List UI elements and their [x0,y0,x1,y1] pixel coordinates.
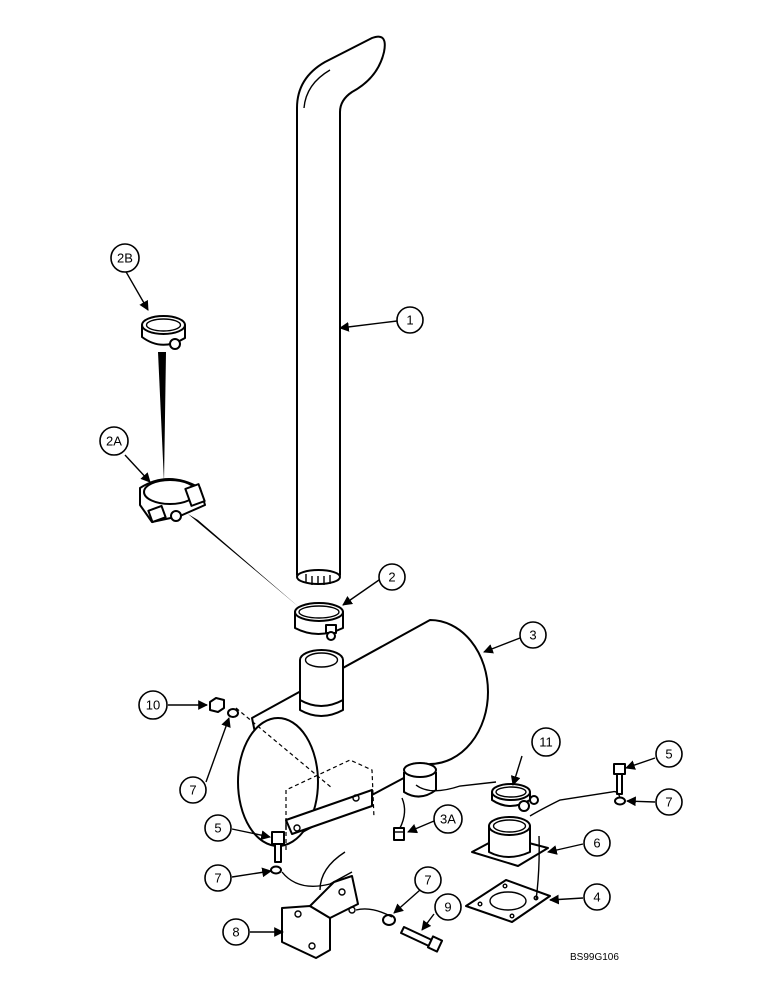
callout-8-label: 8 [232,925,239,940]
callout-9-label: 9 [444,900,451,915]
callout-1-label: 1 [406,313,413,328]
exhaust-stack-pipe [296,35,386,585]
callout-7-right: 7 [655,788,683,816]
callout-7-upper-label: 7 [189,783,196,798]
callout-7-right-label: 7 [665,795,672,810]
callout-2: 2 [378,563,406,591]
u-bolt-clamp-2a [139,478,206,524]
callout-1: 1 [396,306,424,334]
callout-4: 4 [583,883,611,911]
mounting-bracket-8 [281,875,359,959]
callout-11: 11 [531,727,561,757]
routing-lines [281,781,621,918]
clamp-2b [141,315,186,350]
leader-arrows [124,269,656,937]
callout-7-left: 7 [204,864,232,892]
callout-3a: 3A [433,804,463,834]
outlet-flange-6 [471,816,549,867]
callout-7-upper: 7 [179,776,207,804]
callout-6-label: 6 [593,836,600,851]
outlet-clamp-11 [491,783,539,812]
callout-2a: 2A [99,426,129,456]
callout-11-label: 11 [539,735,553,750]
callout-2b: 2B [110,243,140,273]
hardware [209,697,626,953]
callout-10: 10 [138,690,168,720]
band-clamp [294,602,344,641]
drawing-code: BS99G106 [570,952,619,963]
callout-7-lower-label: 7 [424,873,431,888]
callout-4-label: 4 [593,890,600,905]
callout-5-right: 5 [655,740,683,768]
callout-7-lower: 7 [414,866,442,894]
callout-6: 6 [583,829,611,857]
callout-3-label: 3 [529,628,536,643]
callout-5-left-label: 5 [214,821,221,836]
callout-10-label: 10 [146,698,160,713]
callout-5-left: 5 [204,814,232,842]
muffler [235,619,489,850]
callout-2b-label: 2B [117,251,133,266]
drain-plug-3a [393,827,405,841]
callout-3: 3 [519,621,547,649]
callout-2a-label: 2A [106,434,122,449]
callout-8: 8 [222,918,250,946]
callout-9: 9 [434,893,462,921]
assembly-wedge-lines [158,352,300,608]
callout-2-label: 2 [388,570,395,585]
callout-5-right-label: 5 [665,747,672,762]
callout-3a-label: 3A [440,812,456,827]
callout-7-left-label: 7 [214,871,221,886]
